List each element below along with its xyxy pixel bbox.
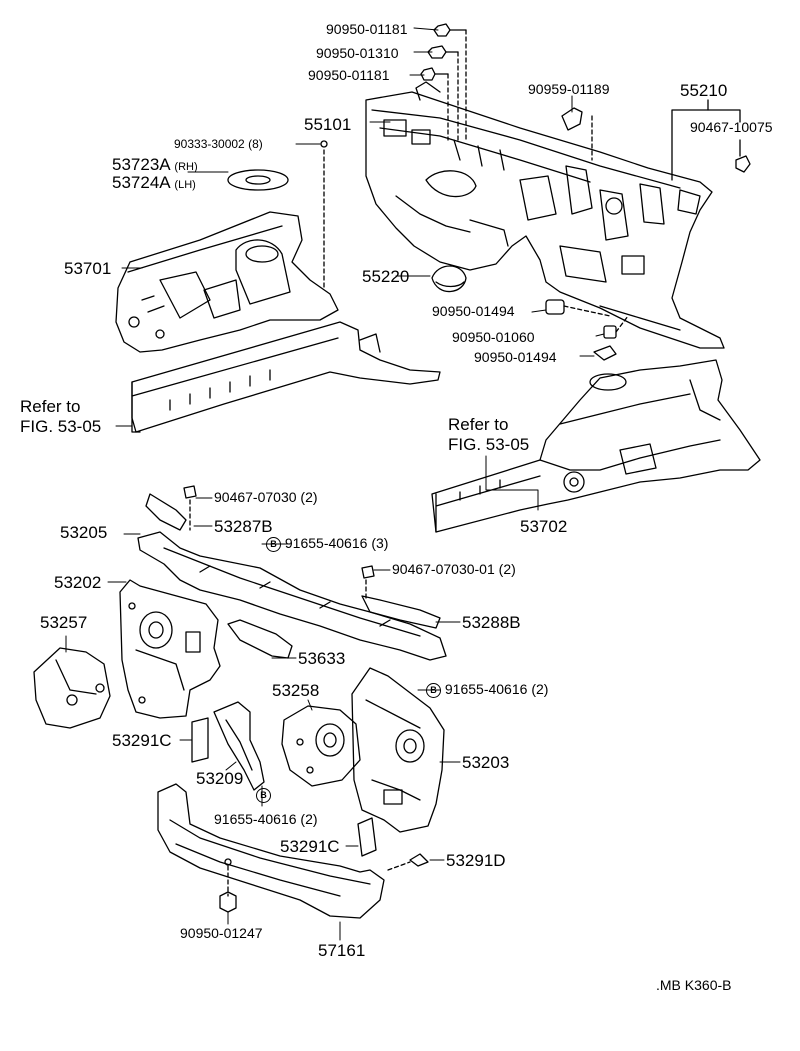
label-53291C-left: 53291C [112,731,172,750]
label-53257: 53257 [40,613,88,632]
refer-right-line2: FIG. 53-05 [448,435,530,454]
refer-right-line1: Refer to [448,415,509,434]
footer-code: .MB K360-B [656,977,732,993]
dash-panel-55101 [365,81,725,349]
panel-53202 [119,579,221,719]
bolts-mid [183,485,375,601]
apron-53701 [115,211,339,353]
label-55101: 55101 [304,115,352,134]
label-53724A: 53724A (LH) [112,173,196,192]
label-90950-01494-a: 90950-01494 [432,303,515,319]
label-90950-01181-a: 90950-01181 [326,21,408,37]
label-90950-01310: 90950-01310 [316,45,399,61]
washer-53723A [227,169,289,191]
label-90333-30002: 90333-30002 (8) [174,137,263,151]
frame-rail-left [131,321,441,433]
label-53701: 53701 [64,259,112,278]
panel-53257 [33,647,111,729]
label-53633: 53633 [298,649,346,668]
refer-left-line1: Refer to [20,397,81,416]
label-55220: 55220 [362,267,410,286]
insulator-55220 [431,265,467,293]
label-90467-10075: 90467-10075 [690,119,773,135]
label-57161: 57161 [318,941,366,960]
marker-b-icon: B [426,682,441,698]
label-53209: 53209 [196,769,244,788]
label-53291D: 53291D [446,851,506,870]
label-53205: 53205 [60,523,108,542]
crossmember-57161 [157,783,385,919]
clip-53291D [387,853,429,871]
plugs-right [545,299,629,361]
brace-53209 [213,701,265,791]
label-53203: 53203 [462,753,510,772]
label-55210: 55210 [680,81,728,100]
brace-53288B [361,595,441,629]
gusset-53291C-left [191,717,209,763]
panel-53203 [351,667,445,833]
label-91655-40616-a: B 91655-40616 (3) [266,536,388,552]
label-53291C-right: 53291C [280,837,340,856]
label-53287B: 53287B [214,517,273,536]
label-90950-01181-b: 90950-01181 [308,67,390,83]
label-91655-40616-c: 91655-40616 (2) [214,811,318,827]
label-53202: 53202 [54,573,102,592]
label-53258: 53258 [272,681,320,700]
apron-53702 [431,359,761,533]
refer-left-line2: FIG. 53-05 [20,417,102,436]
marker-b-icon: B [256,788,271,803]
label-90959-01189: 90959-01189 [528,81,610,97]
label-90950-01060: 90950-01060 [452,329,535,345]
label-90950-01247: 90950-01247 [180,925,263,941]
bracket-53633 [227,619,293,659]
label-90467-07030-01: 90467-07030-01 (2) [392,561,516,577]
label-90950-01494-b: 90950-01494 [474,349,557,365]
label-90467-07030: 90467-07030 (2) [214,489,318,505]
label-53723A: 53723A (RH) [112,155,198,174]
label-53702: 53702 [520,517,568,536]
gusset-53291C-right [357,817,377,857]
leader-lines [65,27,605,941]
label-91655-40616-b: B 91655-40616 (2) [426,682,548,698]
bracket-55210 [671,99,741,181]
support-53205 [137,493,447,661]
label-53288B: 53288B [462,613,521,632]
panel-53258 [281,705,361,787]
marker-b-icon: B [266,536,281,552]
